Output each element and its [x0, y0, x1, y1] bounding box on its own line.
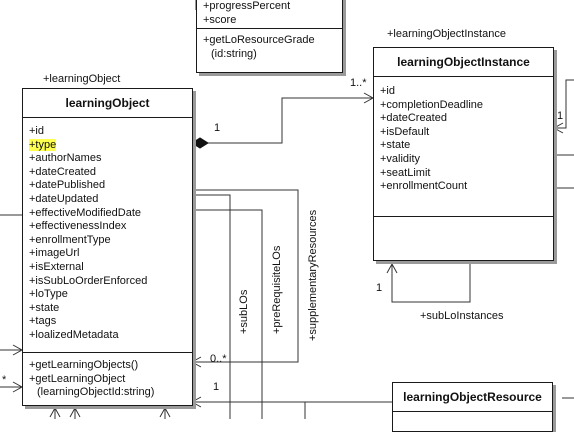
attribute: +tags: [29, 315, 57, 328]
sub-los-line: [192, 194, 231, 419]
bottom-arrowhead-2: [69, 406, 81, 418]
attribute: +isSubLoOrderEnforced: [29, 274, 148, 287]
attribute: +datePublished: [29, 179, 106, 192]
attribute: +effectivenessIndex: [29, 220, 127, 233]
multiplicity-star: *: [2, 374, 7, 386]
multiplicity-one: 1: [214, 122, 221, 134]
multiplicity-one-sub: 1: [376, 282, 383, 294]
sub-lo-instances-line: [391, 262, 471, 303]
supplementary-resources-label: +supplementaryResources: [307, 209, 319, 341]
attribute: +dateCreated: [380, 112, 447, 125]
attributes-compartment: +id +completionDeadline +dateCreated +is…: [374, 77, 553, 217]
operations-compartment: [374, 217, 553, 260]
multiplicity-one-right: 1: [557, 110, 564, 122]
multiplicity-zero-many: 0..*: [210, 353, 227, 365]
operations-compartment: +getLearningObjects() +getLearningObject…: [23, 353, 192, 403]
attribute: +validity: [380, 152, 421, 165]
multiplicity-one-to-many: 1..*: [350, 77, 367, 89]
attribute: +id: [380, 85, 395, 97]
prerequisite-los-line: [192, 209, 263, 419]
supplementary-resources-line: [192, 189, 299, 363]
sub-lo-instances-arrowhead: [386, 262, 398, 274]
class-title: learningObjectInstance: [374, 48, 553, 77]
top-class[interactable]: +progressPercent +score +getLoResourceGr…: [196, 0, 343, 73]
operation: +getLoResourceGrade: [203, 34, 315, 46]
sub-los-label: +subLOs: [238, 289, 250, 334]
attribute: +effectiveModifiedDate: [29, 206, 142, 219]
composition-diamond: [191, 137, 209, 149]
class-title: learningObject: [23, 89, 192, 118]
operation: +getLearningObjects(): [29, 359, 139, 371]
attribute: +isDefault: [380, 125, 430, 138]
multiplicity-one-resource: 1: [213, 381, 220, 393]
attribute: +id: [29, 125, 44, 137]
learning-object-instance-role-label: +learningObjectInstance: [387, 28, 506, 40]
attributes-compartment: +id +type +authorNames +dateCreated +dat…: [23, 118, 192, 353]
learning-object-class[interactable]: learningObject +id +type +authorNames +d…: [22, 88, 193, 406]
attribute: +completionDeadline: [380, 98, 484, 111]
learning-object-instance-class[interactable]: learningObjectInstance +id +completionDe…: [373, 47, 554, 261]
composition-instance-line: [208, 97, 373, 144]
bottom-arrowhead-1: [49, 406, 61, 418]
right-association-line: [554, 79, 574, 129]
bottom-arrowhead-3: [159, 406, 171, 418]
attribute: +loalizedMetadata: [29, 328, 119, 341]
prerequisite-los-label: +preRequisiteLOs: [271, 245, 283, 334]
attribute: +score: [203, 13, 237, 26]
learning-object-resource-class[interactable]: learningObjectResource: [392, 382, 553, 432]
attribute: +imageUrl: [29, 247, 80, 260]
attribute: +dateUpdated: [29, 192, 99, 205]
class-title: learningObjectResource: [393, 383, 552, 412]
attribute-type-highlighted: +type: [29, 138, 186, 153]
attribute: +state: [29, 301, 60, 314]
attribute: +loType: [29, 288, 68, 301]
attribute: +enrollmentCount: [380, 180, 468, 193]
highlight: +type: [29, 138, 57, 151]
operation-param: (id:string): [211, 47, 257, 60]
attribute: +state: [380, 139, 411, 152]
attribute: +enrollmentType: [29, 233, 111, 246]
top-class-attributes: +progressPercent +score: [197, 0, 342, 29]
attribute: +seatLimit: [380, 166, 431, 179]
attribute: +authorNames: [29, 152, 102, 165]
operation: +getLearningObject: [29, 372, 126, 385]
top-class-operations: +getLoResourceGrade (id:string): [197, 29, 342, 64]
attribute: +isExternal: [29, 260, 84, 273]
attribute: +dateCreated: [29, 165, 96, 178]
learning-object-role-label: +learningObject: [43, 73, 121, 85]
attribute: +progressPercent: [203, 0, 291, 12]
operation-param: (learningObjectId:string): [37, 386, 155, 399]
sub-lo-instances-label: +subLoInstances: [420, 310, 504, 322]
right-arrowhead: [552, 122, 564, 134]
